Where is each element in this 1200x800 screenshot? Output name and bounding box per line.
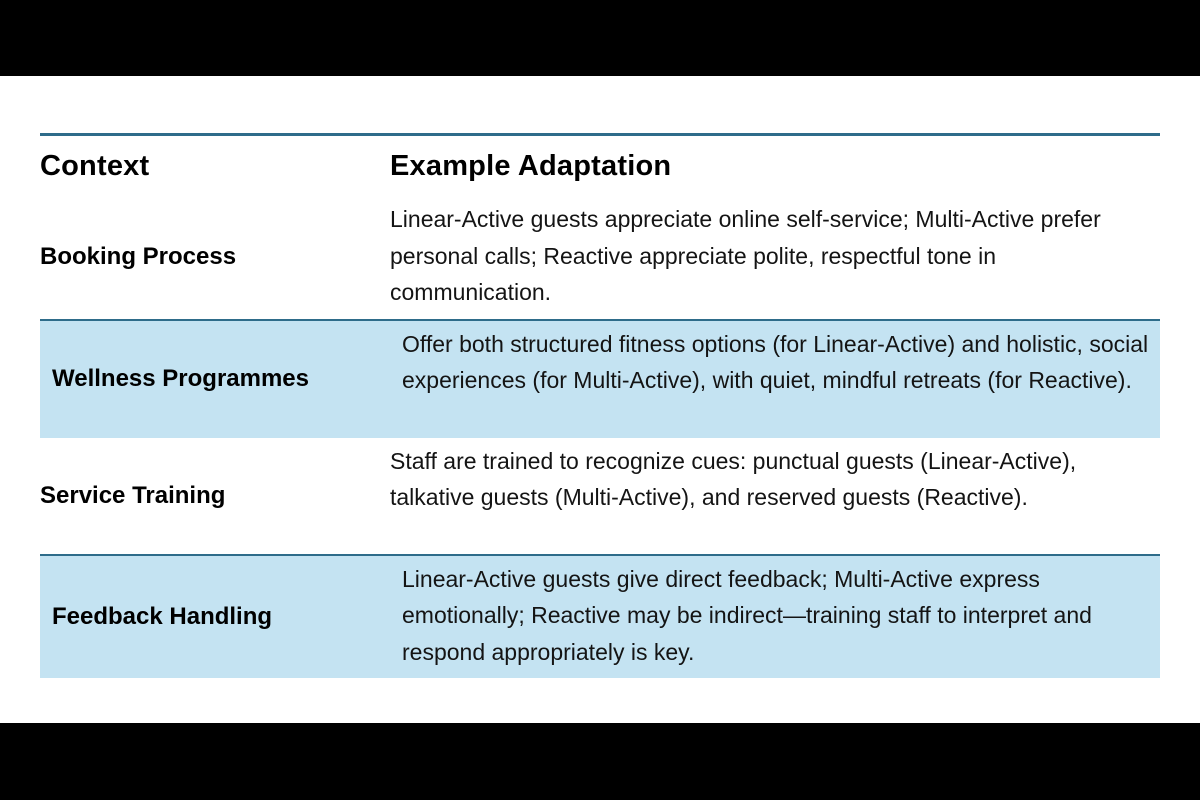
column-header-context: Context: [40, 149, 150, 182]
row-label: Wellness Programmes: [52, 365, 310, 392]
row-adaptation-text: Linear-Active guests appreciate online s…: [390, 206, 1101, 305]
table-row-feedback-handling: Feedback Handling Linear-Active guests g…: [40, 553, 1160, 678]
column-header-example-adaptation: Example Adaptation: [390, 149, 672, 182]
row-label: Service Training: [40, 481, 226, 509]
letterbox-bar-top: [0, 0, 1200, 76]
document-page: Context Example Adaptation Booking Proce…: [0, 76, 1200, 723]
row-adaptation-text: Linear-Active guests give direct feedbac…: [402, 565, 1092, 665]
row-label: Feedback Handling: [52, 602, 273, 630]
row-label: Booking Process: [40, 243, 237, 271]
table-header-row: Context Example Adaptation: [40, 136, 1160, 196]
table-row-booking-process: Booking Process Linear-Active guests app…: [40, 196, 1160, 319]
table-row-service-training: Service Training Staff are trained to re…: [40, 438, 1160, 554]
adaptation-table: Context Example Adaptation Booking Proce…: [40, 133, 1160, 678]
row-adaptation-text: Offer both structured fitness options (f…: [402, 330, 1149, 394]
row-adaptation-text: Staff are trained to recognize cues: pun…: [390, 447, 1077, 511]
letterbox-bar-bottom: [0, 723, 1200, 800]
table-row-wellness-programmes: Wellness Programmes Offer both structure…: [40, 318, 1160, 438]
